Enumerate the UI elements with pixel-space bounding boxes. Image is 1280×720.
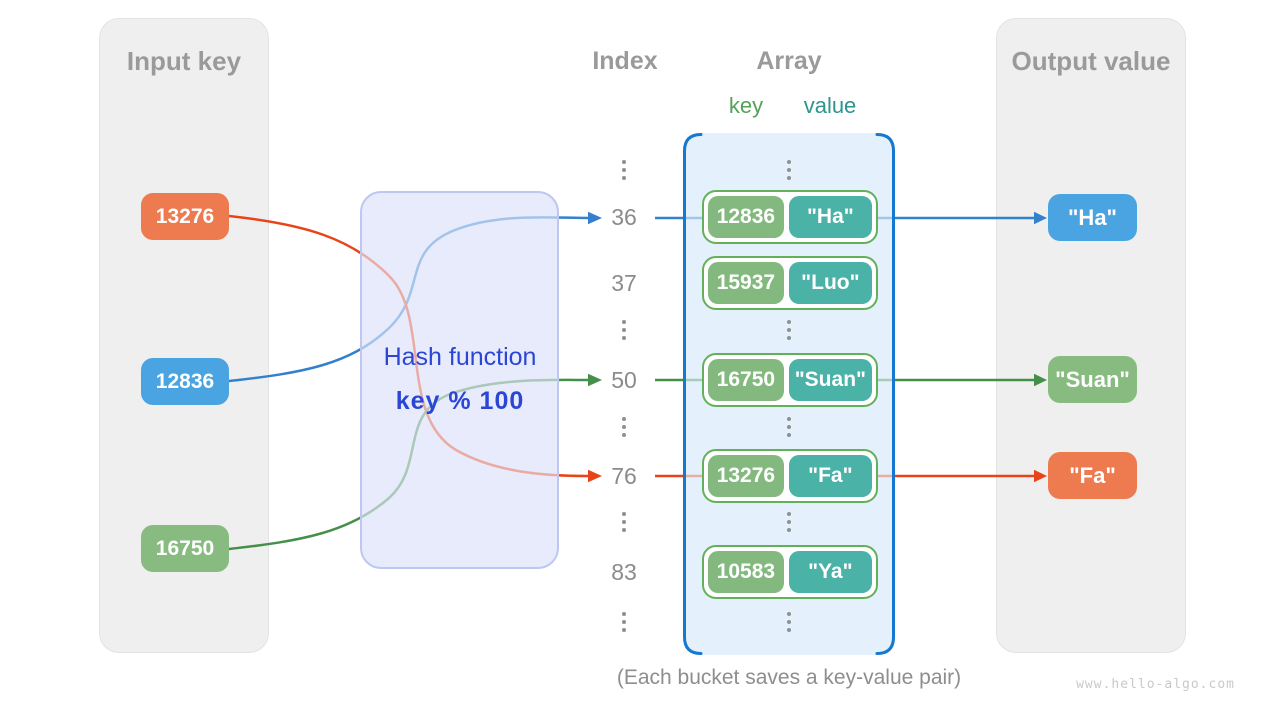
hash-function-formula: key % 100 [395, 387, 525, 415]
index-76: 76 [611, 463, 637, 489]
bucket-key: 12836 [708, 196, 784, 238]
output-panel-title: Output value [1011, 46, 1171, 76]
input-key-12836: 12836 [141, 358, 229, 405]
vertical-ellipsis-icon [787, 520, 791, 524]
bucket-value: "Suan" [788, 359, 872, 401]
diagram-caption: (Each bucket saves a key-value pair) [616, 666, 962, 689]
vertical-ellipsis-icon [787, 328, 791, 332]
output-value-panel [996, 18, 1186, 653]
output-value-ha: "Ha" [1048, 194, 1137, 241]
arrowhead-green-index [588, 373, 602, 387]
output-value-suan: "Suan" [1048, 356, 1137, 403]
vertical-ellipsis-icon [622, 425, 626, 429]
bucket-row: 16750 "Suan" [702, 353, 878, 407]
bucket-value: "Luo" [788, 262, 872, 304]
index-83: 83 [611, 559, 637, 585]
vertical-ellipsis-icon [622, 328, 626, 332]
website-watermark: www.hello-algo.com [1076, 677, 1235, 692]
array-column-header: Array [756, 47, 822, 75]
bucket-key: 10583 [708, 551, 784, 593]
vertical-ellipsis-icon [622, 520, 626, 524]
vertical-ellipsis-icon [622, 620, 626, 624]
bucket-row: 12836 "Ha" [702, 190, 878, 244]
bucket-row: 15937 "Luo" [702, 256, 878, 310]
hash-function-label: Hash function [383, 343, 537, 371]
array-left-bracket [683, 133, 703, 655]
bucket-row: 13276 "Fa" [702, 449, 878, 503]
arrowhead-blue-output [1034, 211, 1047, 225]
array-right-bracket [875, 133, 895, 655]
index-column-header: Index [592, 47, 658, 75]
index-50: 50 [611, 367, 637, 393]
hash-function-text: Hash function key % 100 [362, 343, 558, 416]
bucket-key: 16750 [708, 359, 784, 401]
value-column-label: value [803, 93, 857, 118]
arrowhead-blue-index [588, 211, 602, 225]
bucket-value: "Ya" [788, 551, 872, 593]
index-37: 37 [611, 270, 637, 296]
bucket-key: 13276 [708, 455, 784, 497]
key-column-label: key [728, 93, 764, 118]
output-value-fa: "Fa" [1048, 452, 1137, 499]
arrowhead-orange-index [588, 469, 602, 483]
bucket-value: "Fa" [788, 455, 872, 497]
vertical-ellipsis-icon [787, 620, 791, 624]
index-36: 36 [611, 204, 637, 230]
input-panel-title: Input key [126, 46, 242, 76]
bucket-key: 15937 [708, 262, 784, 304]
vertical-ellipsis-icon [787, 168, 791, 172]
input-key-13276: 13276 [141, 193, 229, 240]
hash-function-box-border [360, 191, 559, 569]
input-key-16750: 16750 [141, 525, 229, 572]
arrowhead-orange-output [1034, 469, 1047, 483]
vertical-ellipsis-icon [787, 425, 791, 429]
bucket-value: "Ha" [788, 196, 872, 238]
bucket-row: 10583 "Ya" [702, 545, 878, 599]
vertical-ellipsis-icon [622, 168, 626, 172]
arrowhead-green-output [1034, 373, 1047, 387]
